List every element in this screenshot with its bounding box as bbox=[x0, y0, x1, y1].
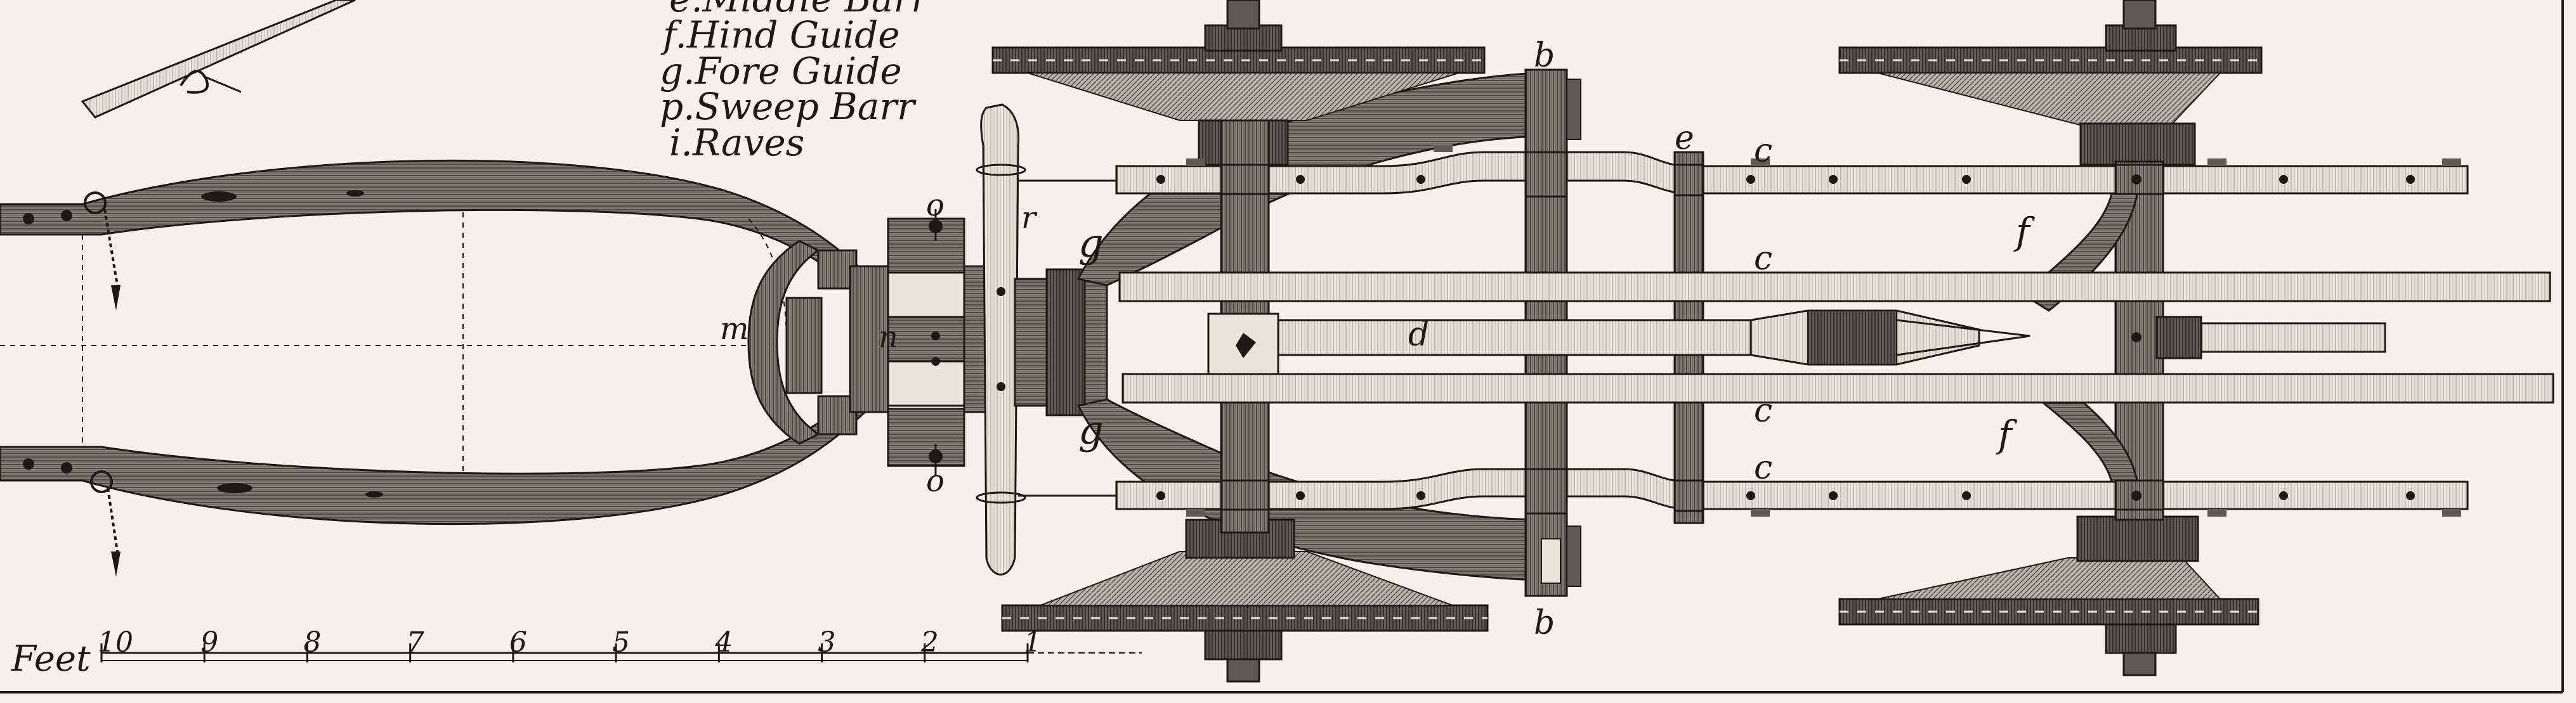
legend-letter: i. bbox=[669, 121, 693, 164]
detail-pole-fragment bbox=[81, 0, 356, 119]
scale-tick-label: 9 bbox=[200, 626, 218, 659]
legend-letter: g. bbox=[660, 49, 695, 93]
label-b-top: b bbox=[1534, 37, 1555, 75]
label-c-2: c bbox=[1754, 240, 1772, 278]
fore-bolster bbox=[1045, 268, 1086, 416]
scale-tick-label: 5 bbox=[612, 626, 630, 659]
perch bbox=[1277, 309, 2386, 366]
legend-text: Raves bbox=[692, 121, 804, 164]
scale-tick-label: 7 bbox=[407, 626, 424, 659]
label-g-top: g bbox=[1078, 220, 1104, 266]
label-g-bottom: g bbox=[1078, 407, 1104, 453]
scale-label: Feet bbox=[11, 638, 91, 680]
legend-text: Hind Guide bbox=[686, 13, 900, 56]
legend: e.Middle Barr f.Hind Guide g.Fore Guide … bbox=[660, 0, 931, 164]
label-d: d bbox=[1408, 316, 1429, 354]
scale-tick-label: 1 bbox=[1024, 626, 1042, 659]
rear-wheel-top bbox=[1838, 0, 2263, 166]
front-wheel-top bbox=[991, 0, 1486, 166]
pole-and-shafts bbox=[0, 159, 873, 577]
label-o-top: o bbox=[926, 188, 945, 223]
legend-entry-p: p.Sweep Barr bbox=[660, 85, 917, 128]
label-b-bottom: b bbox=[1534, 604, 1555, 642]
chain-upper bbox=[84, 191, 121, 311]
fore-axletree-bar bbox=[976, 103, 1026, 576]
front-wheel-bottom bbox=[1001, 519, 1489, 683]
legend-entry-e: e.Middle Barr bbox=[669, 0, 931, 20]
legend-entry-f: f.Hind Guide bbox=[660, 13, 900, 56]
label-n: n bbox=[879, 319, 898, 355]
label-r: r bbox=[1021, 200, 1038, 236]
legend-letter: e. bbox=[669, 0, 703, 20]
scale-of-feet: Feet 10 9 8 7 6 5 4 3 2 1 bbox=[11, 626, 1142, 680]
futchel-arch bbox=[747, 240, 858, 445]
label-c-1: c bbox=[1754, 132, 1772, 170]
rear-wheel-bottom bbox=[1838, 515, 2259, 676]
scale-tick-label: 8 bbox=[303, 626, 321, 659]
part-labels: b b e c c c c d f f g g m n o o r bbox=[720, 37, 2036, 642]
pole-hounds bbox=[849, 209, 1010, 475]
legend-text: Sweep Barr bbox=[695, 85, 917, 128]
chain-lower bbox=[90, 470, 121, 577]
legend-entry-g: g.Fore Guide bbox=[660, 49, 902, 93]
label-c-4: c bbox=[1754, 449, 1772, 487]
legend-letter: f. bbox=[660, 13, 687, 56]
scale-tick-label: 10 bbox=[98, 626, 133, 659]
scale-tick-label: 4 bbox=[714, 626, 733, 659]
legend-text: Middle Barr bbox=[702, 0, 931, 20]
label-e: e bbox=[1675, 119, 1694, 157]
label-o-bottom: o bbox=[926, 463, 945, 499]
label-c-3: c bbox=[1754, 392, 1772, 430]
label-m: m bbox=[720, 311, 749, 347]
legend-text: Fore Guide bbox=[695, 49, 902, 93]
scale-tick-label: 6 bbox=[509, 626, 527, 659]
legend-letter: p. bbox=[660, 85, 695, 128]
scale-tick-label: 3 bbox=[818, 626, 836, 659]
scale-tick-label: 2 bbox=[920, 626, 939, 659]
legend-entry-i: i.Raves bbox=[669, 121, 804, 164]
